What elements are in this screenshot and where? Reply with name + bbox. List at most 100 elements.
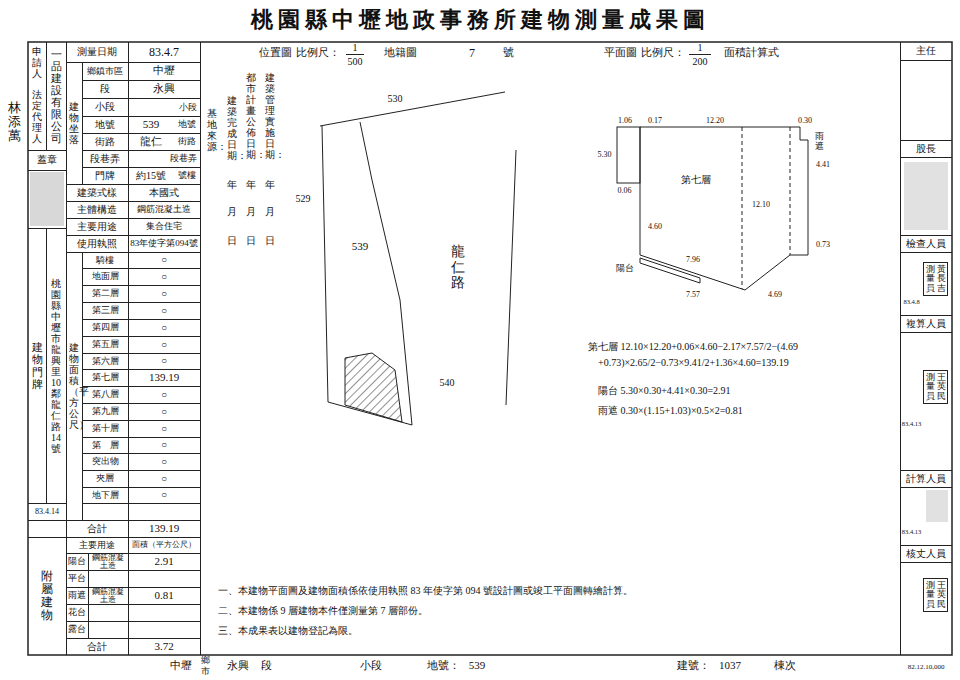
form-cell: 林添萬	[4, 92, 24, 152]
form-cell: 雨遮	[66, 587, 88, 604]
label-text: 鋼筋混凝土造	[89, 554, 127, 569]
form-cell: 露台	[66, 621, 88, 638]
form-cell: 小段	[128, 98, 200, 116]
label-text: 540	[440, 377, 455, 389]
form-cell: 第八層	[82, 386, 128, 403]
form-cell: 第五層	[82, 336, 128, 353]
label-text: 地下層	[92, 490, 119, 501]
form-cell: 12.20	[700, 116, 730, 126]
form-cell: 12.10	[746, 200, 776, 210]
label-text: 集合住宅	[146, 221, 182, 232]
label-text: 1.06	[618, 116, 632, 126]
floor-outline	[617, 127, 640, 183]
table-rule	[28, 537, 66, 538]
form-cell: 建物門牌	[28, 228, 46, 503]
form-cell: 0.30	[792, 116, 818, 126]
form-cell: 檢查人員	[900, 235, 952, 252]
label-text: 年	[227, 179, 237, 191]
form-cell: 0.17	[642, 116, 668, 126]
form-cell: ○	[128, 487, 200, 503]
label-text: 0.73	[816, 240, 830, 250]
form-cell: 5.30	[593, 150, 616, 160]
form-cell: ○	[128, 403, 200, 420]
form-cell: 龍仁	[128, 133, 174, 150]
label-text: +0.73)×2.65/2−0.73×9.41/2+1.36×4.60=139.…	[598, 357, 789, 369]
label-text: 檢查人員	[906, 238, 946, 250]
form-cell: 1	[690, 42, 710, 53]
table-rule	[82, 403, 200, 404]
form-cell: 測量日期	[66, 42, 128, 62]
label-text: 地面層	[92, 271, 119, 282]
label-text: 0.17	[648, 116, 662, 126]
building-footprint	[345, 353, 402, 422]
label-text: 測量日期	[77, 46, 117, 58]
form-cell: 約15號	[128, 167, 174, 184]
form-cell: 小段	[82, 98, 128, 116]
table-rule	[82, 453, 200, 454]
form-cell: 花台	[66, 604, 88, 621]
form-cell: 鋼筋混凝土造	[128, 201, 200, 218]
table-rule	[82, 369, 200, 370]
form-cell: 0.73	[810, 240, 836, 250]
form-cell: 83年使字第094號	[128, 235, 200, 252]
form-cell: 540	[432, 376, 462, 390]
label-text: 529	[296, 193, 311, 205]
label-text: 1037	[719, 659, 741, 672]
form-cell: 83.4.14	[28, 503, 66, 520]
form-cell: 段巷弄	[128, 150, 200, 167]
form-cell: 一品建設有限公司	[46, 42, 66, 150]
stamp-text: 王英民	[937, 373, 946, 401]
label-text: ○	[161, 254, 167, 266]
label-text: 83.4.14	[35, 507, 59, 517]
table-rule	[82, 437, 200, 438]
form-cell: 鄉鎮市區	[82, 62, 128, 80]
table-rule	[46, 228, 47, 503]
label-text: 露台	[68, 624, 86, 635]
form-cell: 複算人員	[900, 315, 952, 332]
form-cell: 中壢	[128, 62, 200, 80]
label-text: 建物面積（平方公尺）	[69, 342, 79, 430]
stamp-text: 黃長吉	[937, 265, 946, 293]
label-text: 三、本成果表以建物登記為限。	[218, 625, 358, 637]
dimension-line	[790, 127, 791, 255]
label-text: 第五層	[92, 339, 119, 350]
table-rule	[82, 62, 83, 184]
form-cell: 539	[462, 658, 492, 674]
form-cell: 龍仁路	[447, 230, 469, 305]
label-text: 號	[503, 46, 514, 59]
form-cell: ○	[128, 302, 200, 319]
table-rule	[82, 386, 200, 387]
label-text: 段	[261, 659, 272, 672]
form-cell: 號	[498, 44, 518, 62]
form-cell: 第 層	[82, 437, 128, 453]
label-text: 建號：	[677, 659, 710, 672]
form-cell: 日	[263, 234, 277, 247]
form-cell: 第七層	[675, 172, 717, 188]
label-text: 騎樓	[96, 255, 114, 266]
form-cell: 539	[345, 240, 375, 254]
label-text: 7.57	[686, 290, 700, 300]
form-cell: 陽台	[66, 553, 88, 570]
floor-plan	[617, 127, 808, 290]
form-cell: 突出物	[82, 453, 128, 470]
label-text: 一、本建物平面圖及建物面積係依使用執照 83 年使字第 094 號設計圖或竣工平…	[218, 585, 633, 597]
label-text: 地號	[95, 119, 115, 131]
form-cell: 第九層	[82, 403, 128, 420]
form-cell: 530	[380, 92, 410, 106]
label-text: 桃園縣中壢市龍興里10鄰龍仁路14號	[51, 278, 61, 454]
label-text: 83.4.8	[903, 298, 919, 306]
table-rule	[82, 353, 200, 354]
label-text: 建物門牌	[32, 341, 43, 389]
form-cell: 500	[340, 56, 370, 67]
form-cell: 建號：	[674, 658, 712, 674]
stamp-text: 測量員	[926, 581, 935, 609]
form-cell: 539	[128, 116, 174, 133]
label-text: 主要用途	[77, 221, 117, 233]
fraction-bar	[689, 54, 711, 55]
form-cell: 地號：	[424, 658, 462, 674]
table-rule	[82, 470, 200, 471]
label-text: ○	[161, 339, 167, 351]
label-text: 法定代理人	[32, 89, 42, 144]
form-cell: 建物面積（平方公尺）	[66, 252, 82, 520]
label-text: 539	[469, 659, 486, 672]
